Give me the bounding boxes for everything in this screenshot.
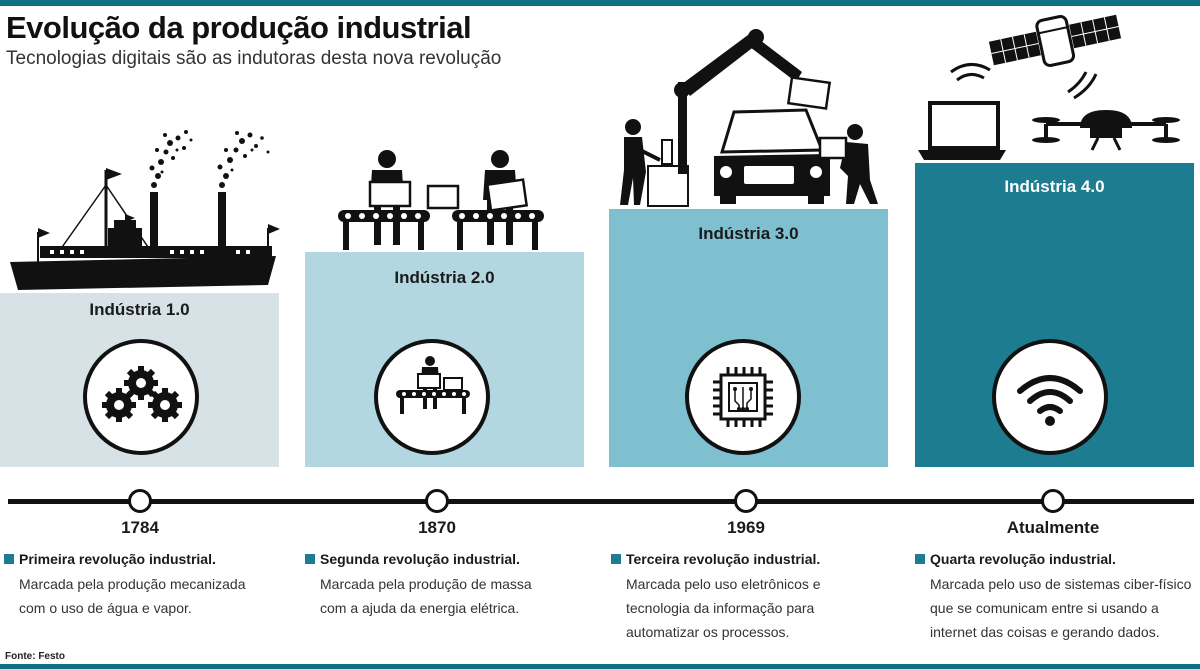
stage-3-heading: Terceira revolução industrial.: [611, 551, 891, 568]
stage-3-label: Indústria 3.0: [698, 224, 799, 243]
timeline-node-4: [1041, 489, 1065, 513]
timeline-node-2: [425, 489, 449, 513]
timeline-axis: [8, 499, 1194, 504]
stage-4-badge: [992, 339, 1108, 455]
stage-3-heading-text: Terceira revolução industrial.: [626, 551, 821, 567]
page-title: Evolução da produção industrial: [6, 10, 472, 45]
stage-3-year: 1969: [727, 518, 765, 537]
page-subtitle: Tecnologias digitais são as indutoras de…: [6, 48, 502, 69]
bullet-square-icon: [611, 554, 621, 564]
satellite-laptop-drone-illustration: [918, 14, 1180, 160]
assembly-line-icon: [396, 356, 470, 414]
stage-4-description-block: Quarta revolução industrial. Marcada pel…: [915, 551, 1195, 644]
stage-1-description: Marcada pela produção mecanizada com o u…: [19, 576, 246, 616]
wifi-icon: [1017, 375, 1083, 426]
stage-4-heading: Quarta revolução industrial.: [915, 551, 1195, 568]
microchip-icon: [713, 367, 773, 427]
source-note: Fonte: Festo: [5, 651, 65, 662]
stage-2-heading-text: Segunda revolução industrial.: [320, 551, 520, 567]
top-accent-rule: [0, 0, 1200, 6]
stage-1-heading: Primeira revolução industrial.: [4, 551, 284, 568]
stage-2-description: Marcada pela produção de massa com a aju…: [320, 576, 532, 616]
bullet-square-icon: [915, 554, 925, 564]
stage-1-label: Indústria 1.0: [89, 300, 190, 319]
stage-2-label: Indústria 2.0: [394, 268, 495, 287]
stage-4-year: Atualmente: [1006, 518, 1100, 537]
stage-1-heading-text: Primeira revolução industrial.: [19, 551, 216, 567]
stage-3-description: Marcada pelo uso eletrônicos e tecnologi…: [626, 576, 821, 640]
assembly-line-workers-illustration: [338, 150, 544, 250]
stage-2-badge: [374, 339, 490, 455]
bottom-accent-rule: [0, 664, 1200, 669]
stage-2-heading: Segunda revolução industrial.: [305, 551, 585, 568]
stage-1-description-block: Primeira revolução industrial. Marcada p…: [4, 551, 284, 620]
bullet-square-icon: [4, 554, 14, 564]
gears-icon: [102, 366, 182, 422]
stage-1-badge: [83, 339, 199, 455]
stage-2-description-block: Segunda revolução industrial. Marcada pe…: [305, 551, 585, 620]
stage-2-year: 1870: [418, 518, 456, 537]
stage-4-label: Indústria 4.0: [1004, 177, 1105, 196]
robot-arm-car-illustration: [620, 29, 878, 207]
steamship-illustration: [10, 130, 280, 290]
timeline-node-1: [128, 489, 152, 513]
illustrations-layer: [10, 14, 1180, 290]
stage-3-badge: [685, 339, 801, 455]
stage-4-heading-text: Quarta revolução industrial.: [930, 551, 1116, 567]
stage-4-description: Marcada pelo uso de sistemas ciber-físic…: [930, 576, 1192, 640]
timeline-node-3: [734, 489, 758, 513]
stage-1-year: 1784: [121, 518, 159, 537]
stage-3-description-block: Terceira revolução industrial. Marcada p…: [611, 551, 891, 644]
bullet-square-icon: [305, 554, 315, 564]
